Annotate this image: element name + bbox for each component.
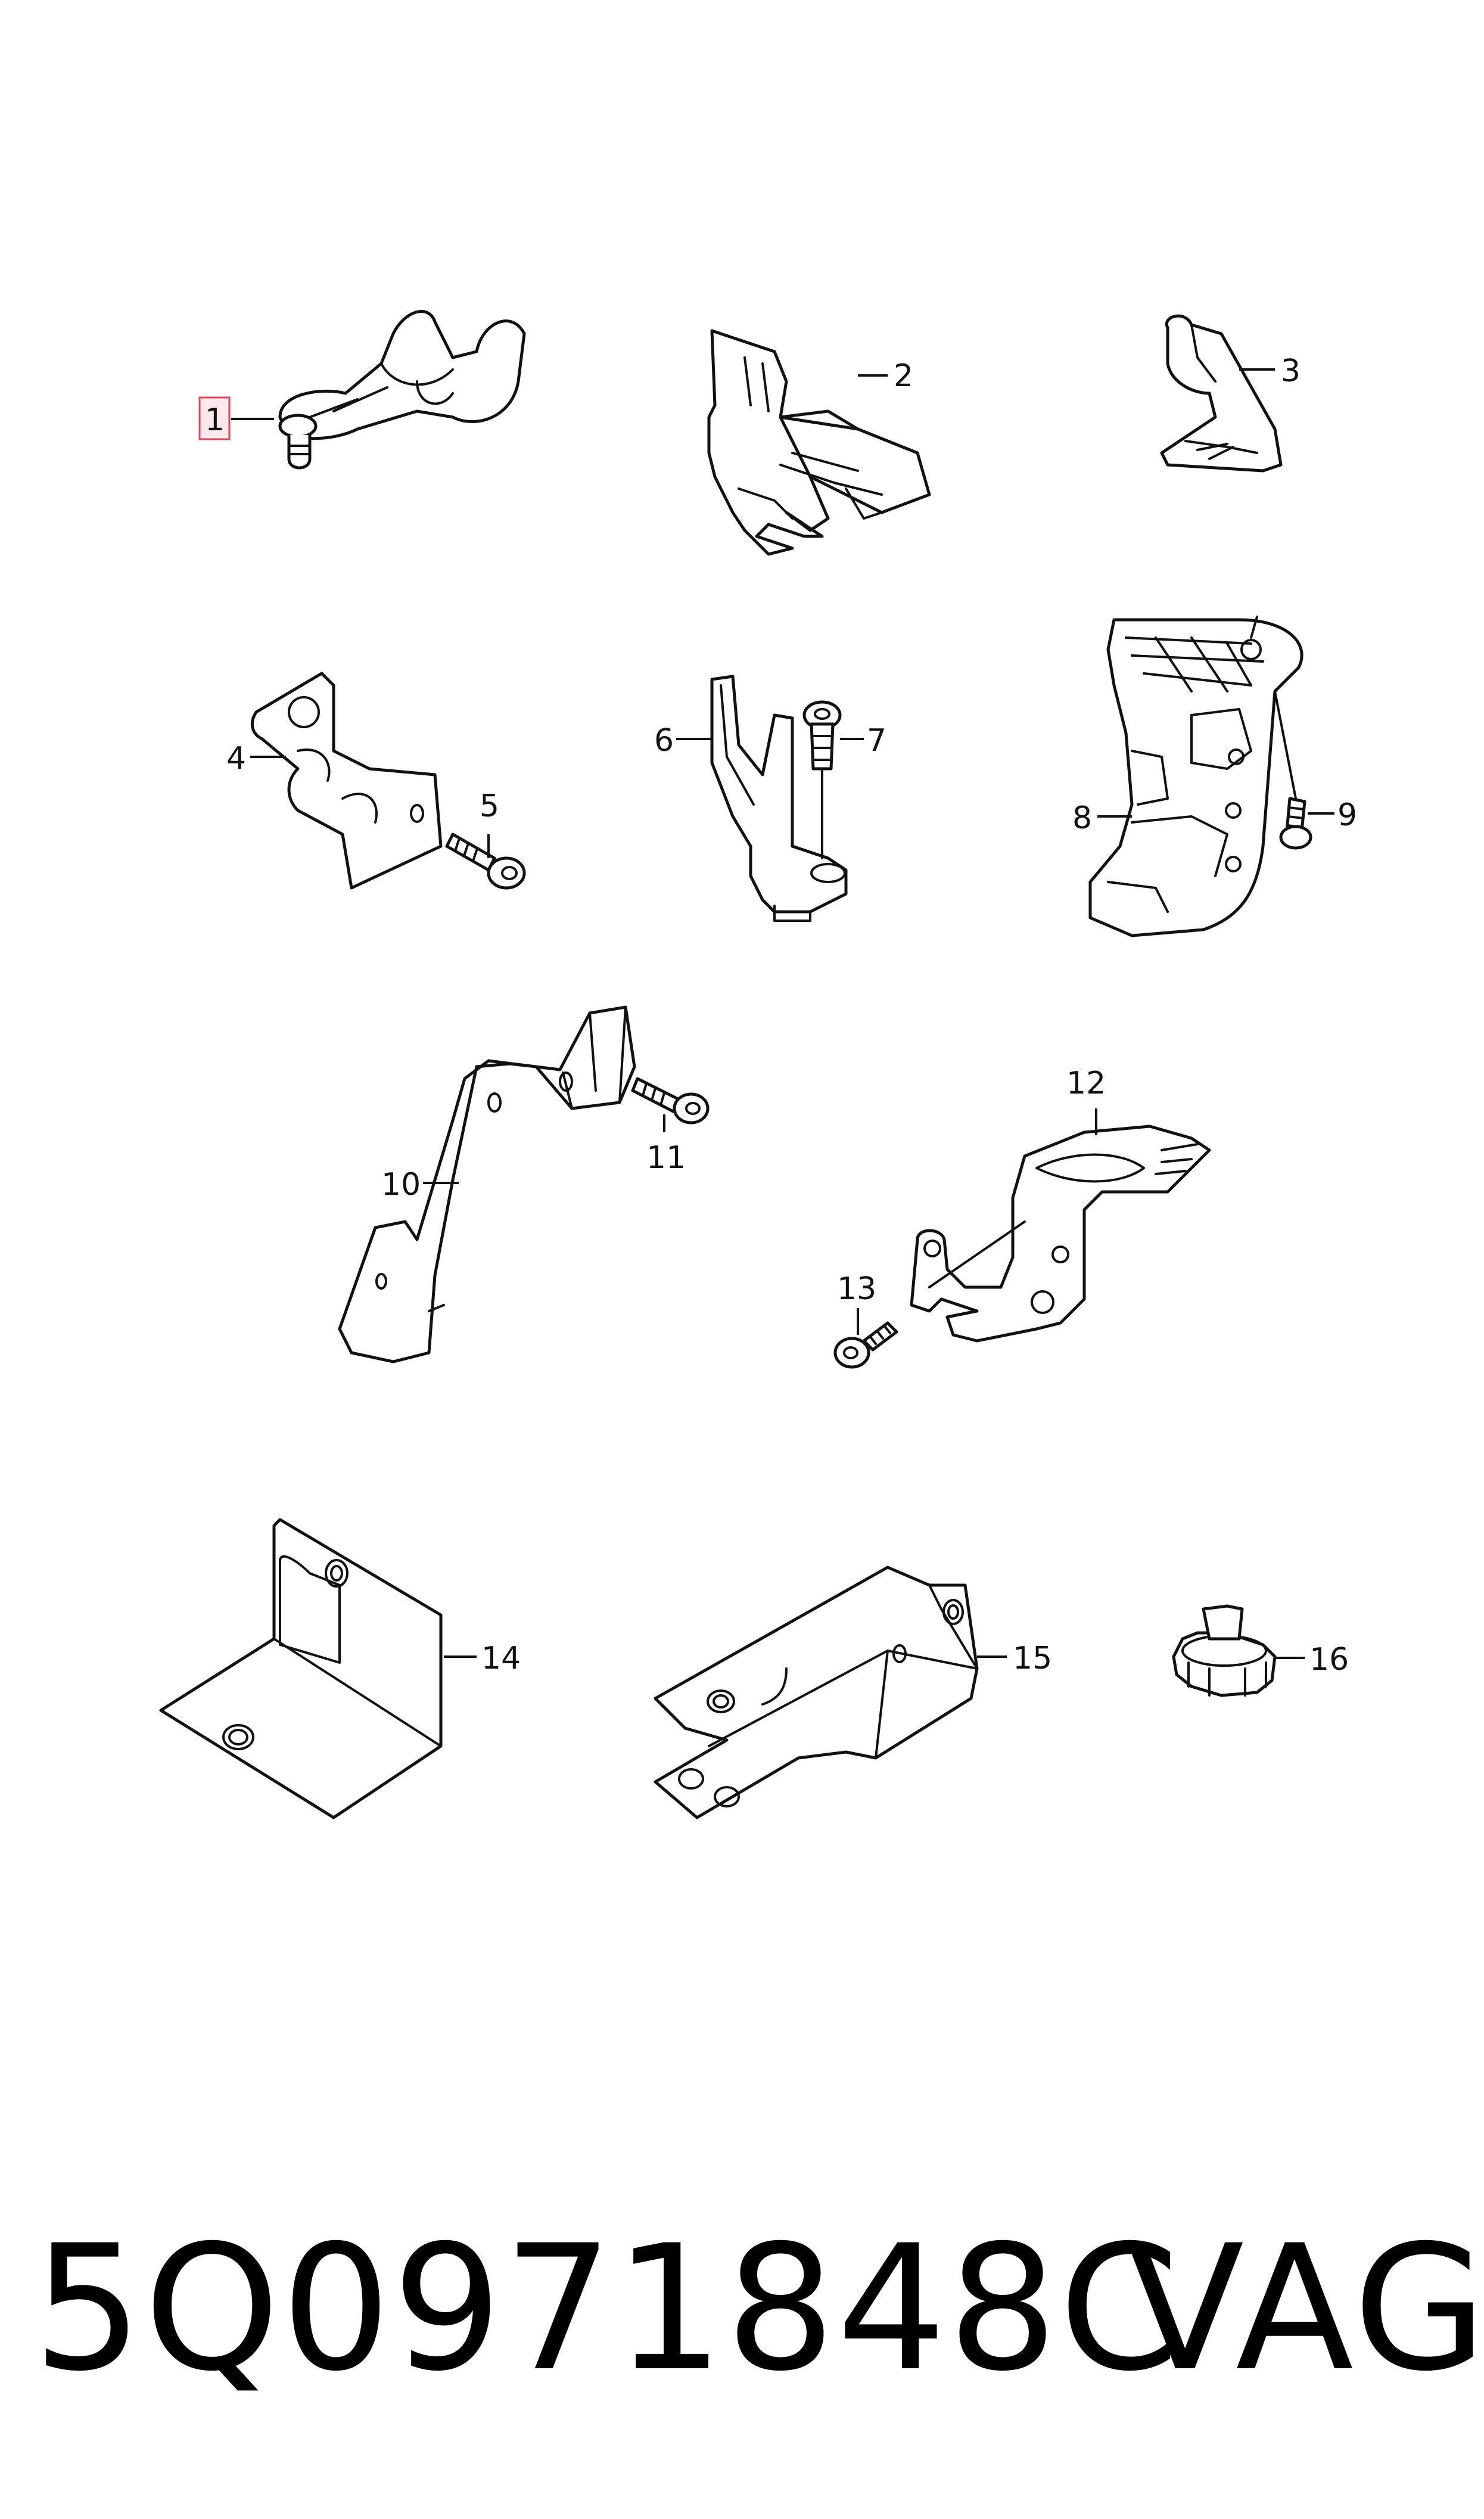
callout-13[interactable]: 13 bbox=[837, 1271, 876, 1307]
part-9-screw[interactable] bbox=[1274, 690, 1312, 850]
part-number: 5Q0971848C bbox=[33, 2209, 1181, 2409]
callout-1-highlight bbox=[198, 396, 231, 440]
part-11-bolt[interactable] bbox=[631, 1077, 710, 1125]
callout-7[interactable]: 7 bbox=[867, 723, 886, 759]
part-14-angle-plate[interactable] bbox=[159, 1518, 443, 1819]
part-2-holder[interactable] bbox=[707, 329, 931, 556]
brand: VAG bbox=[1126, 2209, 1484, 2409]
part-16-plastic-nut[interactable] bbox=[1172, 1604, 1277, 1697]
part-7-screw[interactable] bbox=[802, 700, 842, 859]
callout-15[interactable]: 15 bbox=[1013, 1641, 1052, 1676]
callout-9[interactable]: 9 bbox=[1337, 797, 1357, 833]
footer: 5Q0971848C VAG bbox=[33, 2209, 1484, 2409]
part-13-screw[interactable] bbox=[833, 1321, 898, 1369]
callout-16[interactable]: 16 bbox=[1309, 1642, 1349, 1678]
part-5-bolt[interactable] bbox=[445, 833, 526, 890]
callout-4[interactable]: 4 bbox=[226, 741, 246, 776]
callout-5[interactable]: 5 bbox=[480, 788, 499, 824]
callout-3[interactable]: 3 bbox=[1281, 353, 1301, 389]
callout-11[interactable]: 11 bbox=[646, 1140, 686, 1176]
part-4-angle-bracket[interactable] bbox=[250, 672, 443, 890]
callout-10[interactable]: 10 bbox=[381, 1167, 421, 1203]
callout-1[interactable]: 1 bbox=[205, 402, 225, 438]
part-1-cable-clip[interactable] bbox=[278, 310, 526, 470]
part-8-large-bracket[interactable] bbox=[1088, 616, 1303, 937]
callout-6[interactable]: 6 bbox=[654, 723, 674, 759]
callout-2[interactable]: 2 bbox=[894, 358, 913, 394]
callout-14[interactable]: 14 bbox=[481, 1641, 521, 1676]
callout-8[interactable]: 8 bbox=[1072, 800, 1092, 836]
part-12-mounting-bracket[interactable] bbox=[910, 1125, 1211, 1343]
part-3-small-bracket[interactable] bbox=[1160, 314, 1283, 473]
callout-12[interactable]: 12 bbox=[1066, 1066, 1106, 1101]
part-6-wire-holder[interactable] bbox=[710, 675, 848, 922]
part-10-long-bracket[interactable] bbox=[338, 1005, 636, 1363]
part-15-cover-plate[interactable] bbox=[654, 1566, 979, 1819]
